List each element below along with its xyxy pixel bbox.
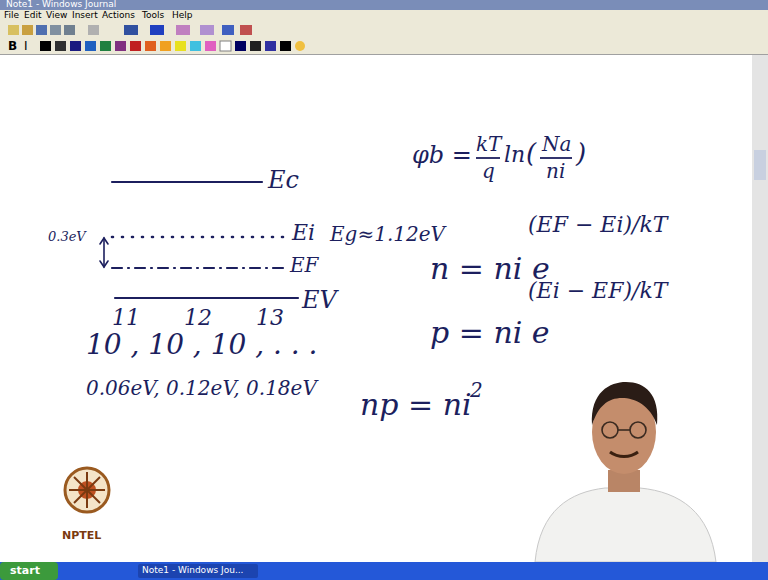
menu-item: Edit <box>24 11 41 20</box>
menu-bar <box>0 10 768 22</box>
fraction-bar <box>476 157 500 159</box>
nptel-logo <box>65 468 109 512</box>
arrow-head <box>100 238 108 244</box>
level-label: Ei <box>292 222 315 244</box>
fermi-level <box>112 267 284 269</box>
formula-part: kT <box>476 134 501 154</box>
energy-gap-note: 0.3eV <box>48 230 86 243</box>
menu-item: Tools <box>142 11 164 20</box>
menu-item: Insert <box>72 11 98 20</box>
logo-text: NPTEL <box>62 530 101 541</box>
fraction-bar <box>540 157 572 159</box>
toolbar <box>0 22 768 38</box>
start-label: start <box>10 565 40 576</box>
formula-part: ni <box>546 161 565 181</box>
toolbar-icons <box>8 25 252 35</box>
level-label: EF <box>290 255 318 275</box>
title-bar <box>0 0 768 10</box>
color-swatches <box>40 41 305 51</box>
exponent: 13 <box>256 307 284 329</box>
exponent: (Ei − EF)/kT <box>528 280 667 302</box>
bold-button: B <box>8 40 17 52</box>
format-bar <box>0 38 768 54</box>
formula-part: φb = <box>412 143 472 167</box>
exponent: 2 <box>470 380 483 400</box>
window-title: Note1 - Windows Journal <box>6 0 116 9</box>
gap-arrow <box>103 238 105 267</box>
intrinsic-level <box>112 236 288 239</box>
formula-part: q <box>482 161 495 181</box>
hole-equation: p = ni e <box>430 318 550 348</box>
formula-part: Na <box>542 134 571 154</box>
arrow-head <box>100 261 108 267</box>
energy-values: 0.06eV, 0.12eV, 0.18eV <box>86 378 317 398</box>
exponent: 12 <box>184 307 212 329</box>
taskbar <box>0 562 768 580</box>
italic-button: I <box>24 40 28 52</box>
scroll-thumb <box>754 150 766 180</box>
valence-band <box>115 297 298 299</box>
level-label: Ec <box>268 168 299 192</box>
exponent: (EF − Ei)/kT <box>528 214 667 236</box>
menu-item: Help <box>172 11 193 20</box>
divider <box>0 54 768 55</box>
conduction-band <box>112 181 262 183</box>
scrollbar <box>752 55 768 562</box>
menu-item: File <box>4 11 19 20</box>
formula-part: ln <box>504 144 525 166</box>
band-diagram <box>100 182 298 298</box>
mass-action-law: np = ni <box>360 390 472 420</box>
exponent: 11 <box>112 307 140 329</box>
doping-values: 10 , 10 , 10 , . . . <box>86 331 318 359</box>
task-button <box>138 564 258 578</box>
gap-energy: Eg≈1.12eV <box>330 224 445 244</box>
formula-part: ) <box>576 140 586 166</box>
start-button <box>0 562 58 580</box>
formula-part: ( <box>526 140 536 166</box>
menu-item: Actions <box>102 11 135 20</box>
level-label: EV <box>302 288 337 312</box>
menu-item: View <box>46 11 67 20</box>
task-label: Note1 - Windows Jou... <box>142 566 243 575</box>
presenter <box>535 382 716 562</box>
